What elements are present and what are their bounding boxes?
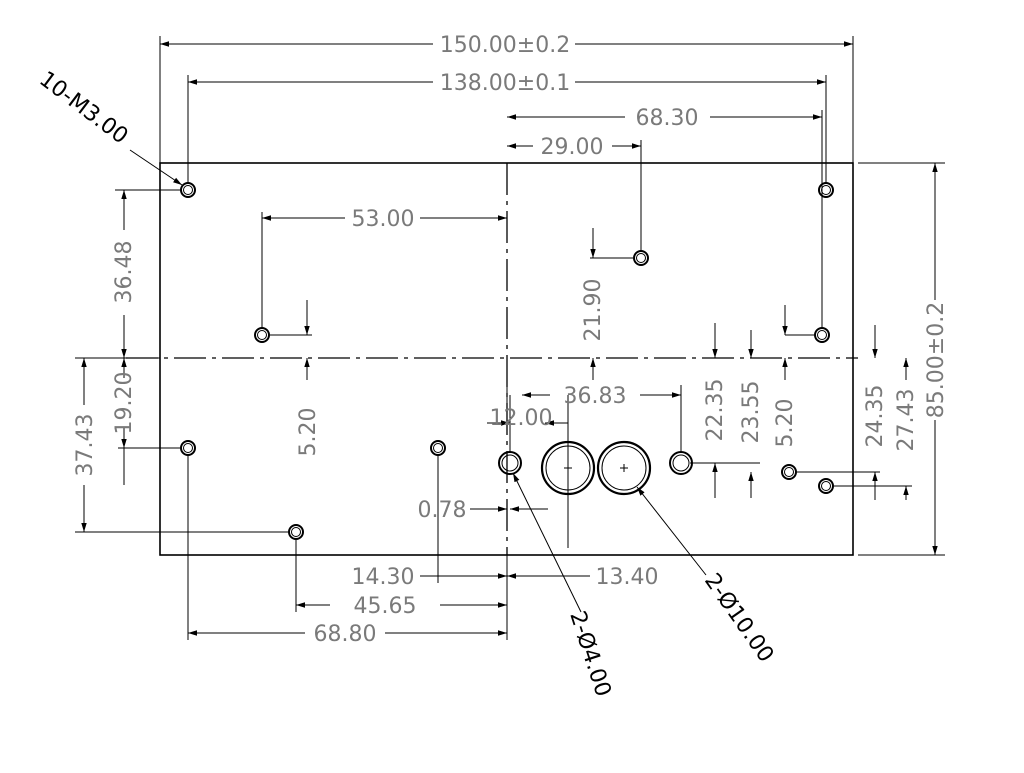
m3-hole xyxy=(430,440,446,456)
dim-hole-span-width: 138.00±0.1 xyxy=(440,71,570,96)
m3-hole xyxy=(814,327,830,343)
dim-right-hole-offset: 68.30 xyxy=(636,106,699,131)
dim-center-hole-height: 21.90 xyxy=(581,279,606,342)
small-hole-4mm xyxy=(498,451,522,475)
dim-top-center-hole-offset: 29.00 xyxy=(541,135,604,160)
dim-right-hole-height-a: 22.35 xyxy=(703,379,728,442)
small-hole-4mm xyxy=(669,451,693,475)
m3-hole xyxy=(254,327,270,343)
large-hole-10mm xyxy=(596,440,652,496)
dimension-lines xyxy=(75,36,945,640)
m3-hole xyxy=(818,182,834,198)
dim-small-hole-spacing: 12.00 xyxy=(490,406,553,431)
dim-right-hole-height-b: 23.55 xyxy=(739,381,764,444)
dim-right-small-offset: 5.20 xyxy=(773,399,798,448)
dim-overall-width: 150.00±0.2 xyxy=(440,33,570,58)
dim-right-hole-height-d: 27.43 xyxy=(894,389,919,452)
dimension-labels: 150.00±0.2 138.00±0.1 68.30 29.00 53.00 … xyxy=(73,33,949,647)
dim-bottom-hole-offset: 45.65 xyxy=(354,594,417,619)
dim-left-bottom-hole-height: 37.43 xyxy=(73,414,98,477)
dim-bottom-right-hole-offset: 13.40 xyxy=(596,565,659,590)
dim-left-lower-hole-height: 19.20 xyxy=(112,372,137,435)
callout-large-holes: 2-Ø10.00 xyxy=(699,569,778,667)
dim-bottom-left-hole-offset: 14.30 xyxy=(352,565,415,590)
dim-left-top-hole-height: 36.48 xyxy=(112,241,137,304)
m3-hole xyxy=(633,250,649,266)
dim-small-vertical-offset-left: 5.20 xyxy=(296,408,321,457)
part-outline xyxy=(126,162,858,556)
dim-overall-height: 85.00±0.2 xyxy=(924,302,949,418)
dim-center-gap: 0.78 xyxy=(418,498,467,523)
callout-small-holes: 2-Ø4.00 xyxy=(564,608,615,700)
dim-right-hole-height-c: 24.35 xyxy=(863,385,888,448)
dim-left-top-hole-offset: 53.00 xyxy=(352,207,415,232)
m3-hole xyxy=(818,478,834,494)
m3-hole xyxy=(180,440,196,456)
m3-hole xyxy=(288,524,304,540)
dim-bottom-left-total: 68.80 xyxy=(314,622,377,647)
dim-large-hole-spacing: 36.83 xyxy=(564,384,627,409)
callout-thread-holes: 10-M3.00 xyxy=(34,67,132,149)
m3-hole xyxy=(781,464,797,480)
m3-hole xyxy=(180,182,196,198)
